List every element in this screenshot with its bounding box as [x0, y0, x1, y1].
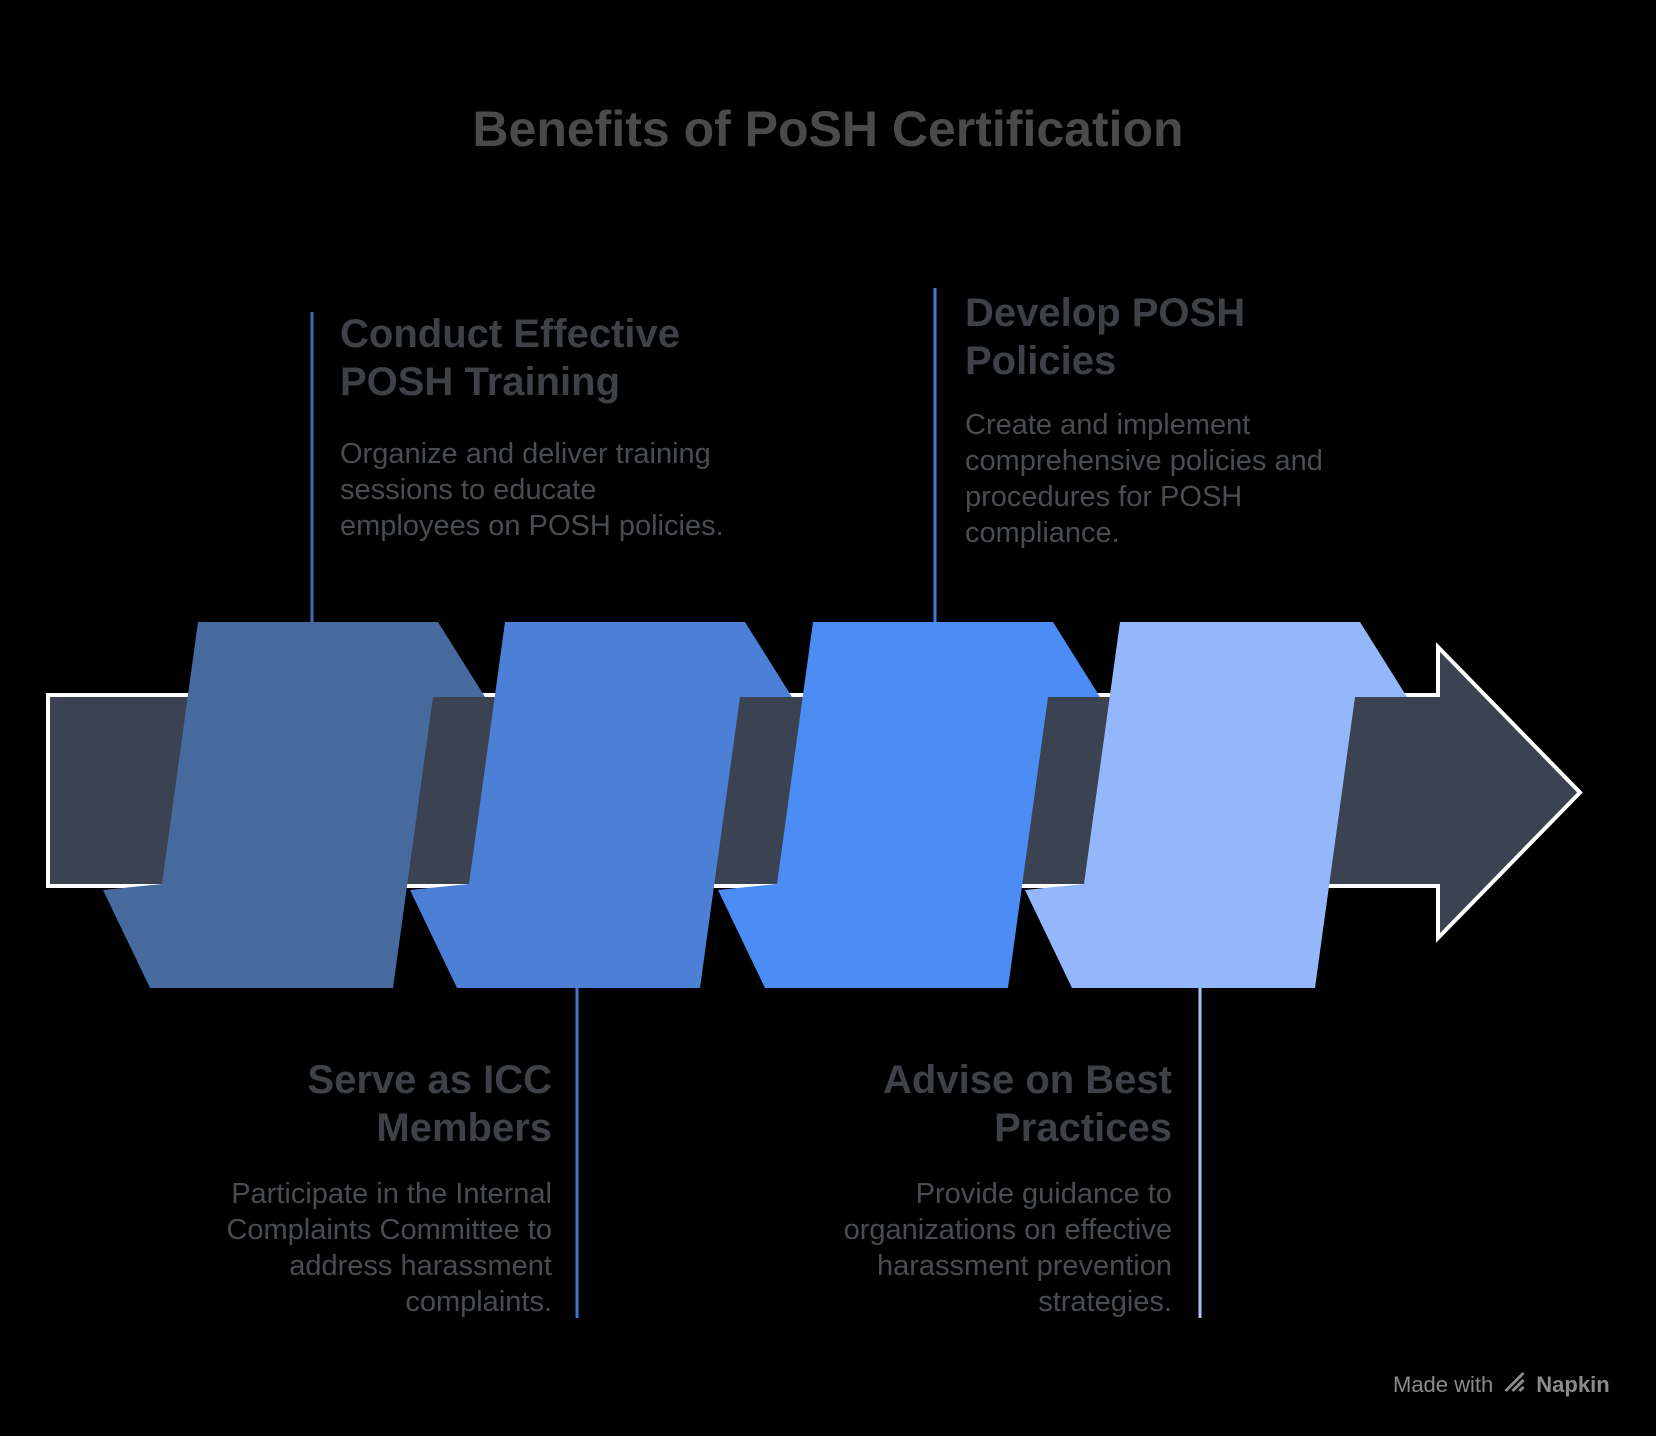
step-text-best-practices: Advise on Best Practices Provide guidanc…	[732, 1056, 1172, 1320]
made-with-label: Made with	[1393, 1372, 1494, 1397]
ribbon-step-1	[103, 622, 485, 988]
body-line: strategies.	[1038, 1286, 1172, 1318]
step-heading: Conduct Effective POSH Training	[340, 310, 780, 406]
step-text-conduct-training: Conduct Effective POSH Training Organize…	[340, 310, 780, 544]
body-line: harassment prevention	[877, 1250, 1172, 1282]
heading-line: Members	[376, 1106, 552, 1150]
step-description: Participate in the Internal Complaints C…	[112, 1176, 552, 1320]
step-description: Organize and deliver training sessions t…	[340, 436, 780, 544]
body-line: Complaints Committee to	[226, 1214, 552, 1246]
ribbon-step-4	[1025, 622, 1407, 988]
made-with-napkin-credit: Made with Napkin	[1393, 1371, 1610, 1399]
body-line: Organize and deliver training	[340, 438, 711, 470]
body-line: address harassment	[289, 1250, 552, 1282]
body-line: employees on POSH policies.	[340, 510, 724, 542]
heading-line: Practices	[994, 1106, 1172, 1150]
step-description: Provide guidance to organizations on eff…	[732, 1176, 1172, 1320]
ribbon-step-3	[718, 622, 1100, 988]
heading-line: Serve as ICC	[307, 1058, 552, 1102]
napkin-logo-icon	[1502, 1370, 1527, 1400]
body-line: complaints.	[405, 1286, 552, 1318]
ribbon-step-2	[410, 622, 792, 988]
heading-line: Policies	[965, 339, 1117, 383]
body-line: Provide guidance to	[915, 1178, 1172, 1210]
step-heading: Serve as ICC Members	[112, 1056, 552, 1152]
body-line: Create and implement	[965, 409, 1251, 441]
body-line: comprehensive policies and	[965, 445, 1323, 477]
body-line: procedures for POSH	[965, 481, 1243, 513]
step-text-develop-policies: Develop POSH Policies Create and impleme…	[965, 289, 1405, 551]
heading-line: POSH Training	[340, 360, 621, 404]
page-title: Benefits of PoSH Certification	[472, 101, 1184, 157]
step-description: Create and implement comprehensive polic…	[965, 407, 1405, 551]
body-line: organizations on effective	[843, 1214, 1172, 1246]
step-heading: Develop POSH Policies	[965, 289, 1405, 385]
step-heading: Advise on Best Practices	[732, 1056, 1172, 1152]
heading-line: Conduct Effective	[340, 312, 681, 356]
body-line: compliance.	[965, 517, 1120, 549]
napkin-brand-label: Napkin	[1536, 1372, 1610, 1397]
heading-line: Develop POSH	[965, 291, 1246, 335]
body-line: Participate in the Internal	[231, 1178, 552, 1210]
heading-line: Advise on Best	[883, 1058, 1172, 1102]
body-line: sessions to educate	[340, 474, 597, 506]
step-text-icc-members: Serve as ICC Members Participate in the …	[112, 1056, 552, 1320]
